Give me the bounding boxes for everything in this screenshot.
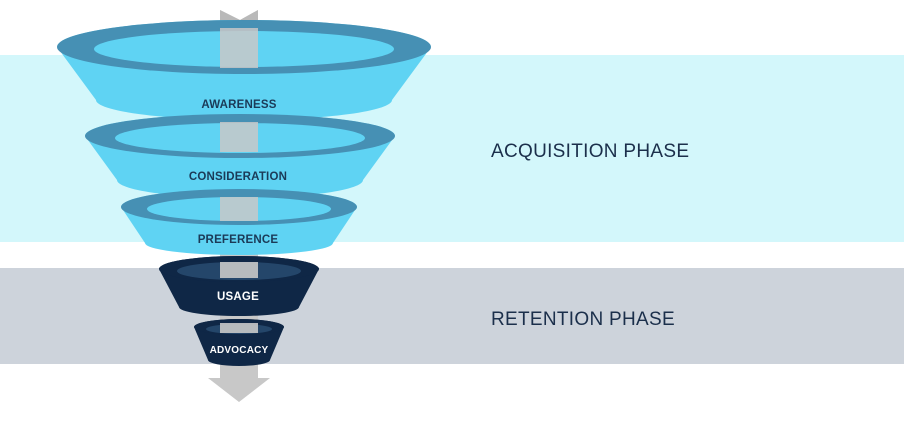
funnel-stage-usage: USAGE bbox=[159, 256, 319, 316]
retention-phase-label: RETENTION PHASE bbox=[491, 309, 675, 330]
stage-label-usage: USAGE bbox=[217, 291, 259, 303]
stage-label-advocacy: ADVOCACY bbox=[210, 345, 269, 356]
stage-label-awareness: AWARENESS bbox=[201, 99, 276, 111]
funnel-stage-awareness: AWARENESS bbox=[57, 20, 431, 120]
retention-phase-band bbox=[0, 268, 904, 364]
acquisition-phase-label: ACQUISITION PHASE bbox=[491, 141, 690, 162]
funnel-stage-advocacy: ADVOCACY bbox=[194, 319, 284, 366]
stage-label-consideration: CONSIDERATION bbox=[189, 171, 287, 183]
funnel-stage-preference: PREFERENCE bbox=[121, 189, 357, 255]
stage-label-preference: PREFERENCE bbox=[198, 234, 279, 246]
funnel-stage-consideration: CONSIDERATION bbox=[85, 114, 395, 198]
